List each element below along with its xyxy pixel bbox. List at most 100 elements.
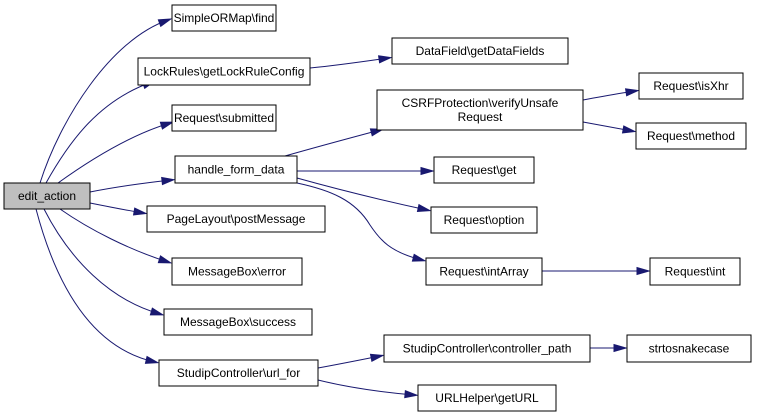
arrowhead-icon: [132, 207, 148, 216]
arrowhead-icon: [404, 390, 419, 399]
edge-line: [309, 57, 389, 69]
node-label: SimpleORMap\find: [174, 11, 275, 25]
node-request-get[interactable]: Request\get: [433, 156, 535, 184]
arrowhead-icon: [369, 353, 385, 362]
arrowhead-icon: [157, 255, 173, 264]
edge-request_intarray-to-request_int: [541, 266, 651, 276]
edge-edit_action-to-pagelayout_postmessage: [89, 202, 148, 216]
node-urlhelper-geturl[interactable]: URLHelper\getURL: [417, 384, 557, 412]
node-studipcontroller-controller-path[interactable]: StudipController\controller_path: [383, 334, 591, 363]
edge-line: [296, 177, 428, 211]
node-edit-action: edit_action: [3, 182, 91, 210]
node-request-option[interactable]: Request\option: [430, 206, 538, 234]
edge-lockrules_getlockruleconfig-to-datafield_getdatafields: [309, 55, 393, 69]
node-label: MessageBox\success: [180, 315, 296, 329]
node-box: [638, 72, 744, 100]
node-simpleormap-find[interactable]: SimpleORMap\find: [171, 4, 277, 32]
edge-line: [57, 122, 171, 184]
node-label: StudipController\controller_path: [403, 342, 572, 356]
edge-line: [317, 379, 415, 396]
edge-line: [284, 129, 381, 157]
node-request-isxhr[interactable]: Request\isXhr: [638, 72, 744, 100]
node-request-intarray[interactable]: Request\intArray: [425, 257, 543, 286]
node-studipcontroller-url-for[interactable]: StudipController\url_for: [158, 359, 319, 387]
node-messagebox-error[interactable]: MessageBox\error: [171, 257, 303, 286]
node-label: Request\get: [452, 163, 517, 177]
node-box: [391, 37, 569, 65]
node-label: strtosnakecase: [649, 342, 730, 356]
edge-edit_action-to-studipcontroller_url_for: [35, 208, 160, 364]
edge-edit_action-to-messagebox_success: [43, 208, 165, 316]
edge-csrfprotection_verifyunsaferequest-to-request_isxhr: [582, 88, 640, 101]
arrowhead-icon: [411, 253, 427, 262]
arrowhead-icon: [420, 166, 435, 176]
node-box: [146, 205, 326, 233]
edge-edit_action-to-handle_form_data: [89, 176, 176, 193]
arrowhead-icon: [416, 203, 432, 213]
edge-csrfprotection_verifyunsaferequest-to-request_method: [582, 121, 637, 134]
edge-handle_form_data-to-request_intarray: [296, 182, 427, 262]
node-box: [171, 4, 277, 32]
node-box: [163, 308, 313, 336]
node-box: [171, 104, 277, 132]
node-label: edit_action: [18, 189, 76, 203]
node-label: Request\submitted: [174, 111, 274, 125]
node-pagelayout-postmessage[interactable]: PageLayout\postMessage: [146, 205, 326, 233]
node-label: MessageBox\error: [188, 265, 286, 279]
edge-studipcontroller_controller_path-to-strtosnakecase: [590, 343, 628, 353]
edge-studipcontroller_url_for-to-studipcontroller_controller_path: [317, 353, 385, 369]
arrowhead-icon: [378, 55, 393, 64]
node-label: Request\option: [444, 213, 525, 227]
node-label: LockRules\getLockRuleConfig: [144, 65, 305, 79]
node-label: handle_form_data: [188, 163, 285, 177]
node-datafield-getdatafields[interactable]: DataField\getDataFields: [391, 37, 569, 65]
node-box: [635, 122, 747, 150]
node-box: [3, 182, 91, 210]
node-request-int[interactable]: Request\int: [649, 257, 741, 286]
node-label: Request\intArray: [439, 265, 528, 279]
edge-line: [43, 208, 161, 315]
node-handle-form-data[interactable]: handle_form_data: [174, 155, 298, 184]
arrowhead-icon: [149, 307, 165, 316]
node-label: Request\method: [647, 129, 735, 143]
node-lockrules-getlockruleconfig[interactable]: LockRules\getLockRuleConfig: [137, 57, 311, 86]
node-label: Request\int: [665, 265, 726, 279]
node-label: StudipController\url_for: [177, 366, 300, 380]
node-box: [430, 206, 538, 234]
edge-edit_action-to-request_submitted: [57, 121, 175, 184]
arrowhead-icon: [613, 343, 628, 353]
arrowhead-icon: [624, 88, 640, 97]
node-box: [417, 384, 557, 412]
edge-handle_form_data-to-request_get: [296, 166, 435, 176]
edge-edit_action-to-lockrules_getlockruleconfig: [45, 80, 157, 184]
node-box: [425, 257, 543, 286]
node-messagebox-success[interactable]: MessageBox\success: [163, 308, 313, 336]
arrowhead-icon: [144, 355, 160, 364]
node-request-method[interactable]: Request\method: [635, 122, 747, 150]
node-label: PageLayout\postMessage: [167, 212, 306, 226]
edge-handle_form_data-to-request_option: [296, 177, 432, 213]
node-box: [383, 334, 591, 363]
node-box: [433, 156, 535, 184]
node-request-submitted[interactable]: Request\submitted: [171, 104, 277, 132]
edge-line: [39, 19, 169, 184]
node-strtosnakecase[interactable]: strtosnakecase: [626, 334, 752, 363]
node-box: [174, 155, 298, 184]
edge-edit_action-to-simpleormap_find: [39, 18, 173, 184]
nodes-layer: edit_action SimpleORMap\findLockRules\get…: [3, 4, 752, 412]
node-label: CSRFProtection\verifyUnsafe: [402, 96, 559, 110]
edge-line: [45, 81, 153, 184]
edge-line: [35, 208, 156, 363]
node-box: [649, 257, 741, 286]
node-box: [158, 359, 319, 387]
node-label: URLHelper\getURL: [435, 391, 539, 405]
arrowhead-icon: [159, 121, 175, 130]
edge-edit_action-to-messagebox_error: [59, 208, 173, 264]
node-box: [137, 57, 311, 86]
arrowhead-icon: [157, 18, 173, 28]
edge-handle_form_data-to-csrfprotection_verifyunsaferequest: [284, 128, 385, 157]
arrowhead-icon: [161, 176, 176, 186]
edge-studipcontroller_url_for-to-urlhelper_geturl: [317, 379, 419, 399]
